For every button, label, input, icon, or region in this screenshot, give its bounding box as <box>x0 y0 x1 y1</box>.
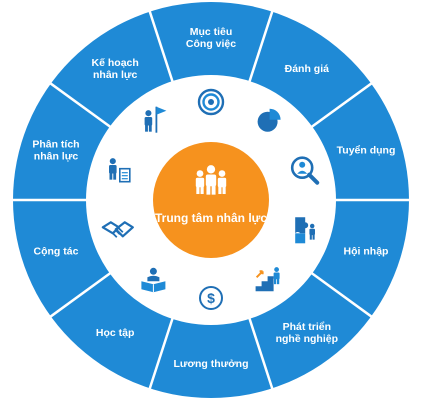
segment-divider <box>307 269 374 319</box>
dollar-coin-icon: $ <box>199 286 223 310</box>
segment-divider <box>246 313 274 391</box>
center-label: Trung tâm nhân lực <box>155 211 267 225</box>
puzzle-person-icon <box>295 217 315 244</box>
segment-divider <box>148 9 176 87</box>
pie-chart-icon <box>257 108 281 132</box>
icon-ring: $ <box>101 88 320 310</box>
person-report-icon <box>109 158 131 183</box>
target-icon <box>197 88 225 116</box>
segment-label: Tuyển dụng <box>337 145 396 157</box>
handshake-icon <box>101 221 134 238</box>
segment-divider <box>307 81 374 131</box>
magnifier-person-icon <box>290 156 320 185</box>
segment-label: Học tập <box>96 327 135 339</box>
segment-label: Lương thưởng <box>173 358 248 370</box>
segment-divider <box>48 269 115 319</box>
segment-label: Cộng tác <box>34 245 79 257</box>
svg-text:$: $ <box>207 290 215 306</box>
stairs-person-icon <box>255 267 280 292</box>
segment-label: Hội nhập <box>344 245 389 257</box>
center-circle <box>153 142 269 258</box>
segment-divider <box>48 81 115 131</box>
segment-divider <box>148 313 176 391</box>
segment-label: Đánh giá <box>285 63 329 75</box>
person-flag-icon <box>144 106 167 133</box>
reading-person-icon <box>141 267 166 293</box>
people-group-icon <box>195 165 227 195</box>
segment-divider <box>246 9 274 87</box>
